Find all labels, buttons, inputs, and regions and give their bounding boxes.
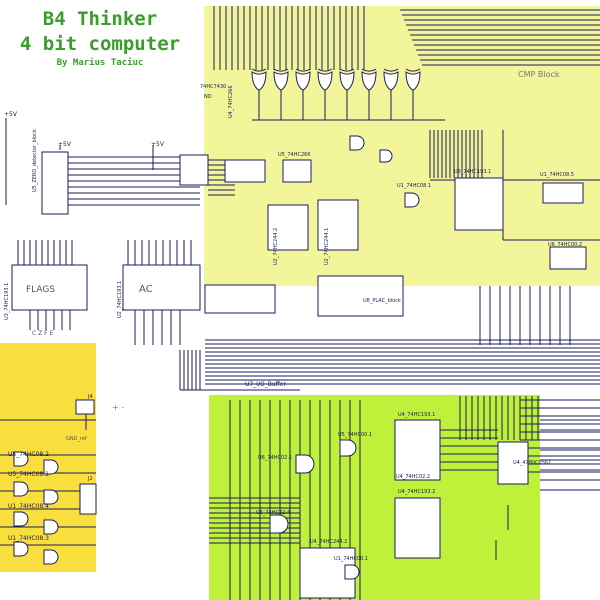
and-gate xyxy=(43,489,59,505)
ic-chip xyxy=(41,151,69,215)
vcc-label-1: +5V xyxy=(4,111,18,118)
vcc-label-2: +5V xyxy=(58,141,72,148)
xor-gate-arc xyxy=(295,68,311,72)
u5-74hc266-label: U5_74HC266 xyxy=(278,152,311,158)
u1-74hc08-3-label: U1_74HC08.3 xyxy=(8,535,49,542)
xor-gate xyxy=(295,71,311,91)
xor-gate xyxy=(361,71,377,91)
and-gate xyxy=(344,564,360,580)
ic-chip xyxy=(179,154,209,186)
u7-io-label: U7_I/O_Buffer xyxy=(245,381,286,388)
author-credit: By Marius Taciuc xyxy=(56,58,144,68)
u4-74hc266-label: U4_74HC266 xyxy=(228,86,234,119)
and-gate xyxy=(379,149,393,163)
ic-chip xyxy=(317,199,359,251)
xor-gate-arc xyxy=(317,68,333,72)
ic-chip xyxy=(454,177,504,231)
title-line-2: 4 bit computer xyxy=(19,33,181,55)
u4-74hc193-2-label: U4_74HC193.2 xyxy=(398,489,435,495)
u1-74hc08-label: U1_74HC08.1 xyxy=(397,183,431,189)
nd-label: ND xyxy=(204,94,212,100)
and-gate xyxy=(13,541,29,557)
xor-gate xyxy=(405,71,421,91)
xor-gate xyxy=(383,71,399,91)
xor-gate-arc xyxy=(405,68,421,72)
ic-chip xyxy=(75,399,95,415)
u4-74hc193-label: U4_74HC193.1 xyxy=(398,412,435,418)
u3-74hc32-label: U3_74HC32.4 xyxy=(256,510,290,516)
ic-chip xyxy=(394,419,441,481)
j2-label: J2 xyxy=(87,476,93,482)
ic-chip xyxy=(282,159,312,183)
xor-gate xyxy=(273,71,289,91)
xor-gate xyxy=(317,71,333,91)
u6-74hc00-label: U6_74HC00.2 xyxy=(548,242,582,248)
ic-chip xyxy=(11,264,88,311)
ic-chip xyxy=(204,284,276,314)
chip-74hc7430-label: 74HC7430 xyxy=(200,84,226,90)
ic-chip xyxy=(267,204,309,251)
ic-chip xyxy=(79,483,97,515)
and-gate xyxy=(295,454,315,474)
cfe-label: C Z F E xyxy=(32,330,53,337)
xor-gate xyxy=(339,71,355,91)
xor-gate-arc xyxy=(251,68,267,72)
ic-chip xyxy=(317,275,404,317)
and-gate xyxy=(43,549,59,565)
u2-74hc244-2-label: U2_74HC244.2 xyxy=(273,228,279,265)
u2-74hc244-label: U2_74HC244.1 xyxy=(324,228,330,265)
and-gate xyxy=(43,459,59,475)
ic-chip xyxy=(224,159,266,183)
ic-chip xyxy=(542,182,584,204)
u1-74hc08-5-label: U1_74HC08.5 xyxy=(540,172,574,178)
ic-chip xyxy=(122,264,201,311)
plus-minus-label: + - xyxy=(112,403,124,412)
u6-74hc02-label: U6_74HC02.1 xyxy=(258,455,292,461)
cmp-block-label: CMP Block xyxy=(518,70,560,79)
u4-74hc244-label: U4_74HC244.2 xyxy=(310,539,347,545)
and-gate xyxy=(339,439,357,457)
xor-gate-arc xyxy=(361,68,377,72)
u1-74hc00-label: U1_74HC00.1 xyxy=(334,556,368,562)
title-line-1: B4 Thinker xyxy=(42,8,158,30)
xor-gate-arc xyxy=(273,68,289,72)
vcc-label-3: +5V xyxy=(151,141,165,148)
u2-74hc193-label: U2_74HC193.1 xyxy=(117,281,123,318)
u4-4780c-label: U4_4780C0561 xyxy=(513,460,551,466)
u5-74hc08-1-label: U5_74HC08.1 xyxy=(8,471,49,478)
u5-74hc08-2-label: U5_74HC08.2 xyxy=(8,451,49,458)
u3-74hc193-label: U3_74HC193.1 xyxy=(454,169,491,175)
and-gate xyxy=(269,514,289,534)
and-gate xyxy=(13,511,29,527)
flags-label: FLAGS xyxy=(26,285,55,295)
zero-detector-label: U5_ZERO_detector_block xyxy=(32,129,38,192)
and-gate xyxy=(13,451,29,467)
xor-gate-arc xyxy=(339,68,355,72)
u8-plac-label: U8_PLAC_block xyxy=(363,298,401,304)
cmp-block-background xyxy=(204,6,600,286)
u4-74hc02-label: U4_74HC02.2 xyxy=(396,474,430,480)
and-gate xyxy=(13,481,29,497)
and-gate xyxy=(404,192,420,208)
j4-label: J4 xyxy=(87,394,93,400)
u1-74hc08-4-label: U1_74HC08.4 xyxy=(8,503,49,510)
and-gate xyxy=(43,519,59,535)
u5-74hc00-label: U5_74HC00.1 xyxy=(338,432,372,438)
gnd-ref-label: GND_ref xyxy=(66,436,87,442)
and-gate xyxy=(349,135,365,151)
xor-gate xyxy=(251,71,267,91)
xor-gate-arc xyxy=(383,68,399,72)
ic-chip xyxy=(394,497,441,559)
ac-label: AC xyxy=(139,284,153,295)
u3-74hc193-flags-label: U3_74HC193.1 xyxy=(4,283,10,320)
ic-chip xyxy=(549,246,587,270)
ic-chip xyxy=(497,441,529,485)
